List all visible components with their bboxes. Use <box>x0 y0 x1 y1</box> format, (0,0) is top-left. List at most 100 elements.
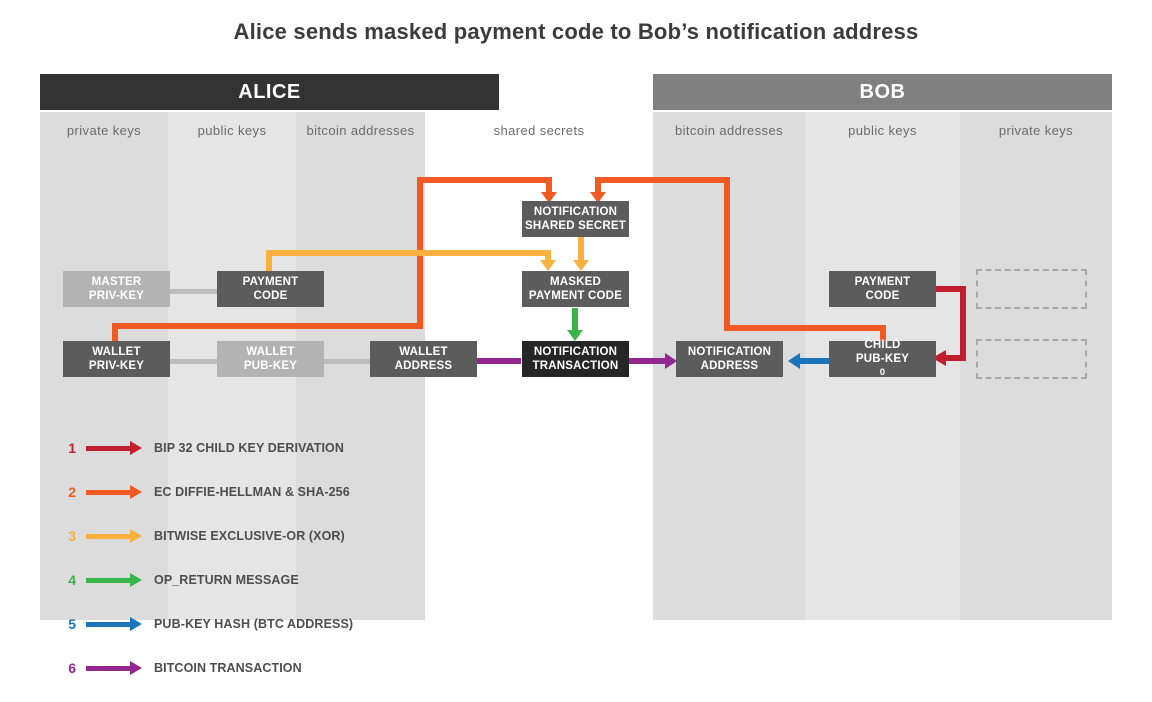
node-line-1: WALLET <box>399 346 448 358</box>
legend-label: EC DIFFIE-HELLMAN & SHA-256 <box>154 485 350 499</box>
legend-label: BITWISE EXCLUSIVE-OR (XOR) <box>154 529 345 543</box>
legend-arrowhead-icon <box>130 529 142 543</box>
orange-path-left-seg-v3 <box>546 177 552 195</box>
legend-label: OP_RETURN MESSAGE <box>154 573 299 587</box>
legend-arrowhead-icon <box>130 661 142 675</box>
node-bob-payment-code[interactable]: PAYMENT CODE <box>829 271 936 307</box>
node-line-2: TRANSACTION <box>532 360 619 372</box>
node-line-1: MASTER <box>91 276 142 288</box>
node-line-2: ADDRESS <box>394 360 453 372</box>
column-label-bob-private-keys: private keys <box>998 123 1074 138</box>
orange-path-right-seg-h2 <box>595 177 730 183</box>
blue-path-seg-h1 <box>800 358 830 364</box>
legend-label: BIP 32 CHILD KEY DERIVATION <box>154 441 345 455</box>
orange-path-left-seg-v1 <box>112 323 118 342</box>
column-label-alice-public-keys: public keys <box>197 123 267 138</box>
node-alice-payment-code[interactable]: PAYMENT CODE <box>217 271 324 307</box>
legend-number: 2 <box>68 484 76 500</box>
party-header-alice: ALICE <box>40 74 499 110</box>
yellow-arrowhead-right <box>573 260 589 271</box>
node-bob-child-pub-key[interactable]: CHILD PUB-KEY 0 <box>829 339 936 378</box>
column-label-bob-bitcoin-addresses: bitcoin addresses <box>675 123 783 138</box>
orange-path-right-seg-v2 <box>724 177 730 331</box>
purple-path-tx-to-notification <box>629 358 671 364</box>
node-alice-master-priv-key[interactable]: MASTER PRIV-KEY <box>63 271 170 307</box>
column-label-shared-secrets: shared secrets <box>493 123 585 138</box>
blue-arrowhead <box>788 353 800 369</box>
party-header-bob: BOB <box>653 74 1112 110</box>
legend-line <box>86 534 130 539</box>
orange-path-right-seg-v3 <box>595 177 601 195</box>
node-alice-wallet-address[interactable]: WALLET ADDRESS <box>370 341 477 377</box>
node-line-1: MASKED <box>549 276 602 288</box>
legend-arrowhead-icon <box>130 485 142 499</box>
node-line-2: PUB-KEY <box>243 360 298 372</box>
node-line-1: PAYMENT <box>242 276 299 288</box>
red-path-seg-v1 <box>960 286 966 361</box>
node-line-1: PAYMENT <box>854 276 911 288</box>
red-path-seg-h1 <box>934 286 966 292</box>
yellow-path-seg-v2 <box>545 250 551 263</box>
legend-line <box>86 622 130 627</box>
legend-number: 5 <box>68 616 76 632</box>
node-alice-wallet-pub-key[interactable]: WALLET PUB-KEY <box>217 341 324 377</box>
node-line-2: SHARED SECRET <box>524 220 626 232</box>
green-path-seg-v1 <box>572 308 578 334</box>
legend-number: 3 <box>68 528 76 544</box>
red-path-seg-h2 <box>946 355 966 361</box>
node-line-2: PRIV-KEY <box>88 290 145 302</box>
node-bob-notification-address[interactable]: NOTIFICATION ADDRESS <box>676 341 783 377</box>
orange-arrowhead-left <box>541 192 557 203</box>
legend-number: 6 <box>68 660 76 676</box>
orange-path-left-seg-h1 <box>112 323 423 329</box>
link-wallet-pubkey-to-address <box>310 359 380 364</box>
column-label-alice-private-keys: private keys <box>66 123 142 138</box>
yellow-path-seg-v1 <box>266 250 272 272</box>
node-line-1: WALLET <box>92 346 141 358</box>
link-wallet-privkey-to-pubkey <box>160 359 230 364</box>
node-line-2: PAYMENT CODE <box>528 290 623 302</box>
legend-number: 4 <box>68 572 76 588</box>
link-master-to-payment-code <box>160 289 230 294</box>
orange-arrowhead-right <box>590 192 606 203</box>
legend-arrowhead-icon <box>130 441 142 455</box>
legend-line <box>86 578 130 583</box>
node-line-1: NOTIFICATION <box>533 206 618 218</box>
legend-line <box>86 446 130 451</box>
orange-path-left-seg-h2 <box>417 177 552 183</box>
legend-number: 1 <box>68 440 76 456</box>
node-line-2: PUB-KEY 0 <box>855 353 910 378</box>
node-bob-private-key-placeholder-1 <box>976 269 1087 309</box>
diagram-canvas: Alice sends masked payment code to Bob’s… <box>40 19 1112 676</box>
node-line-1: NOTIFICATION <box>533 346 618 358</box>
node-line-1: WALLET <box>246 346 295 358</box>
legend-label: PUB-KEY HASH (BTC ADDRESS) <box>154 617 354 631</box>
node-line-2: PRIV-KEY <box>88 360 145 372</box>
yellow-path-seg-v3 <box>578 236 584 263</box>
column-label-bob-public-keys: public keys <box>848 123 917 138</box>
node-masked-payment-code[interactable]: MASKED PAYMENT CODE <box>522 271 629 307</box>
node-notification-shared-secret[interactable]: NOTIFICATION SHARED SECRET <box>522 201 629 237</box>
yellow-arrowhead-left <box>540 260 556 271</box>
legend-label: BITCOIN TRANSACTION <box>154 661 302 675</box>
node-line-2: CODE <box>865 290 900 302</box>
legend-arrowhead-icon <box>130 573 142 587</box>
node-notification-transaction[interactable]: NOTIFICATION TRANSACTION <box>522 341 629 377</box>
purple-arrowhead <box>665 353 677 369</box>
node-key-index: 0 <box>879 367 886 378</box>
legend-line <box>86 666 130 671</box>
node-line-2: ADDRESS <box>700 360 759 372</box>
yellow-path-seg-h1 <box>266 250 551 256</box>
node-line-1: CHILD <box>864 339 901 351</box>
node-line-1: NOTIFICATION <box>687 346 772 358</box>
orange-path-right-seg-h1 <box>724 325 886 331</box>
orange-path-right-seg-v1 <box>880 325 886 347</box>
legend-arrowhead-icon <box>130 617 142 631</box>
green-arrowhead <box>567 330 583 341</box>
node-alice-wallet-priv-key[interactable]: WALLET PRIV-KEY <box>63 341 170 377</box>
node-bob-private-key-placeholder-2 <box>976 339 1087 379</box>
purple-path-wallet-to-tx <box>469 358 521 364</box>
node-line-2: CODE <box>253 290 288 302</box>
column-label-alice-bitcoin-addresses: bitcoin addresses <box>306 123 415 138</box>
page-title: Alice sends masked payment code to Bob’s… <box>233 19 919 44</box>
